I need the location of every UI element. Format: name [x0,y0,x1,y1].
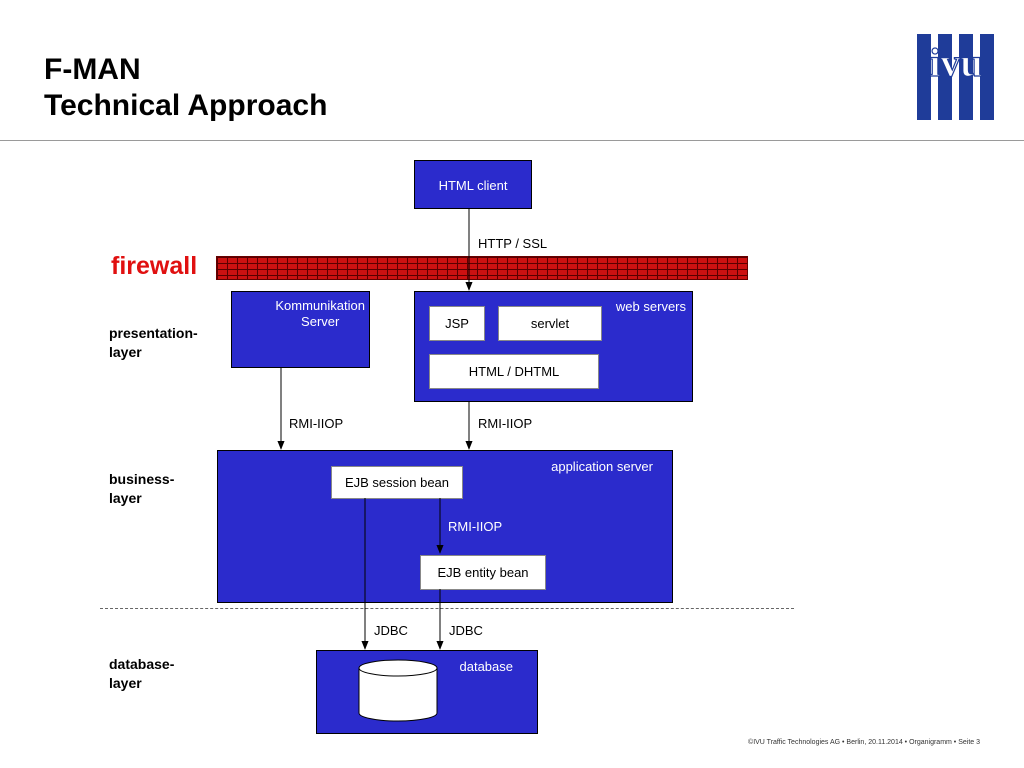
title-line-2: Technical Approach [44,89,328,122]
firewall-wall [216,256,748,280]
jdbc-left-label: JDBC [374,623,408,638]
kommunikation-label-line1: Kommunikation [275,298,365,313]
database-box: database [316,650,538,734]
html-client-label: HTML client [438,178,508,193]
servlet-box: servlet [498,306,602,341]
rmi-iiop-right-label: RMI-IIOP [478,416,533,431]
business-layer-label-line2: layer [109,490,142,506]
firewall-label: firewall [111,252,198,280]
ejb-entity-bean-box: EJB entity bean [420,555,546,590]
web-servers-box: web servers JSP servlet HTML / DHTML [414,291,693,402]
jdbc-right-label: JDBC [449,623,483,638]
application-server-box: application server EJB session bean EJB … [217,450,673,603]
html-dhtml-box: HTML / DHTML [429,354,599,389]
kommunikation-label-line2: Server [301,314,340,329]
application-server-label: application server [551,459,653,474]
footer-text: ©IVU Traffic Technologies AG • Berlin, 2… [748,739,980,746]
database-layer-label-line2: layer [109,675,142,691]
ejb-session-bean-box: EJB session bean [331,466,463,499]
rmi-iiop-inner-label: RMI-IIOP [448,519,503,534]
presentation-layer-label-line1: presentation- [109,325,198,341]
layer-separator [100,608,794,609]
web-servers-label: web servers [615,299,686,314]
html-client-box: HTML client [414,160,532,209]
ivu-logo-graphic: ivu [917,34,994,120]
rmi-iiop-left-label: RMI-IIOP [289,416,344,431]
jsp-box: JSP [429,306,485,341]
title-line-1: F-MAN [44,53,141,86]
presentation-layer-label: presentation- layer [109,324,198,362]
title-divider [0,140,1024,141]
kommunikation-server-box: Kommunikation Server [231,291,370,368]
database-label: database [459,659,514,674]
http-ssl-label: HTTP / SSL [478,236,548,251]
ivu-logo: ivu [915,34,997,120]
database-layer-label-line1: database- [109,656,175,672]
logo-text: ivu [929,40,982,85]
kommunikation-server-label: Kommunikation Server [275,298,365,330]
business-layer-label-line1: business- [109,471,175,487]
business-layer-label: business- layer [109,470,174,508]
database-layer-label: database- layer [109,655,174,693]
presentation-layer-label-line2: layer [109,344,142,360]
slide-title: F-MAN Technical Approach [44,52,327,124]
